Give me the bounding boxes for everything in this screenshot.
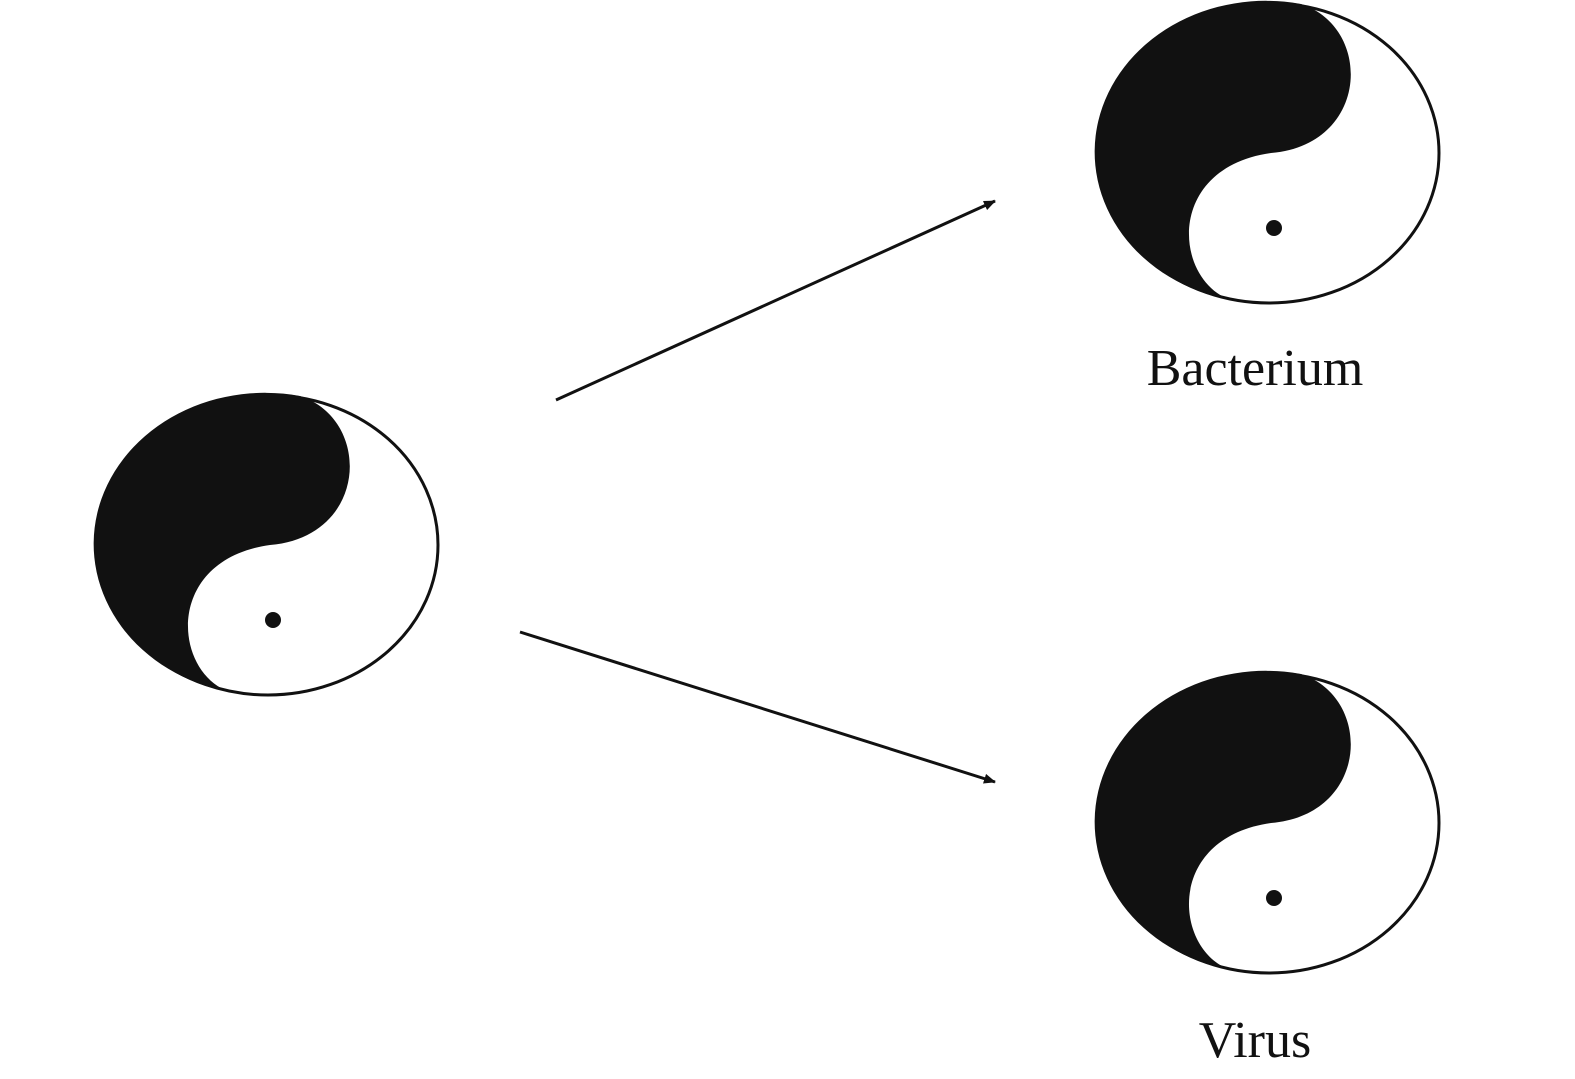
symbol-dot bbox=[1266, 220, 1282, 236]
symbol-dot bbox=[265, 612, 281, 628]
virus-label: Virus bbox=[1199, 1012, 1311, 1069]
symbol-dark-half bbox=[93, 392, 350, 692]
arrow-source-to-virus bbox=[519, 630, 996, 784]
symbol-dark-half bbox=[1094, 0, 1351, 300]
yin-yang-symbol-bacterium bbox=[1094, 0, 1441, 305]
yin-yang-symbol-source bbox=[93, 392, 440, 697]
symbol-dot bbox=[1266, 890, 1282, 906]
bacterium-label: Bacterium bbox=[1147, 340, 1364, 397]
yin-yang-symbol-virus bbox=[1094, 670, 1441, 975]
arrow-source-to-bacterium bbox=[555, 199, 996, 402]
symbol-dark-half bbox=[1094, 670, 1351, 970]
